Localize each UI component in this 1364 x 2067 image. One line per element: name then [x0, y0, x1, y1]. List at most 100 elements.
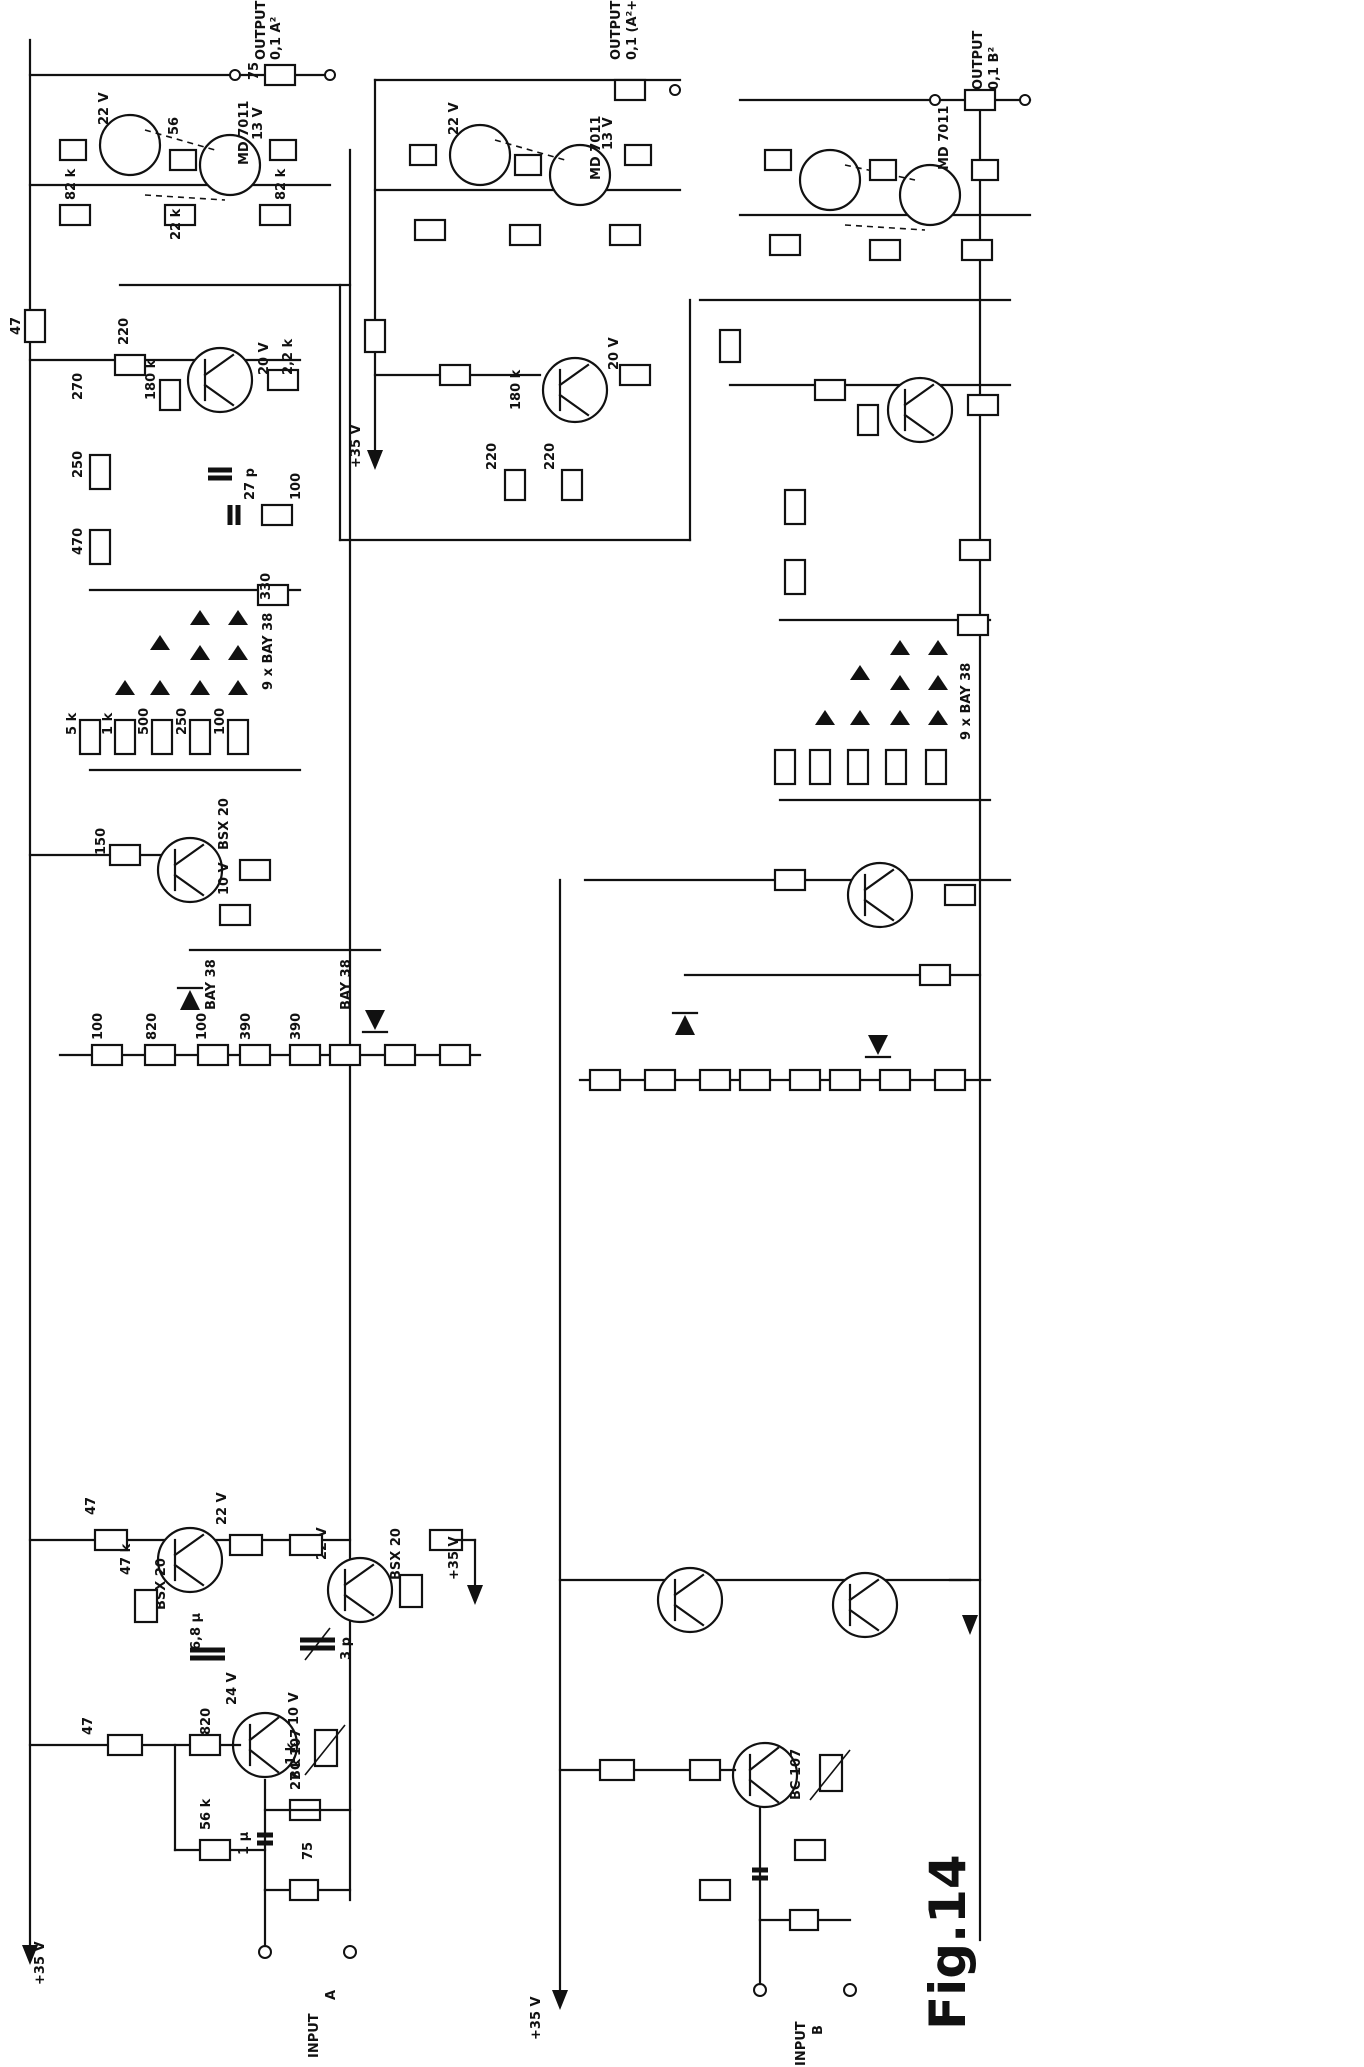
sum-stage-circuit: +35 V MD 7011 22 V 13 V OUTPUT 0,1 (A²+B… — [338, 0, 692, 542]
resistor-1k-a — [238, 858, 272, 882]
resistor-47-sum — [363, 318, 387, 354]
svg-text:MD 7011: MD 7011 — [237, 101, 252, 165]
pot-100-b2 — [828, 1068, 862, 1092]
svg-text:24 V: 24 V — [225, 1672, 240, 1705]
svg-text:BAY 38: BAY 38 — [204, 959, 219, 1010]
transistor-bsx20-b3 — [846, 861, 914, 929]
resistor-75-out-b — [963, 88, 997, 112]
pot-100-a1 — [196, 1043, 230, 1067]
transistor-bsx20-b4 — [886, 376, 954, 444]
svg-text:10 V: 10 V — [217, 862, 232, 895]
output-sum-terminal — [669, 84, 681, 96]
resistor-220-a — [113, 353, 147, 377]
transistor-md7011-b2 — [898, 163, 962, 227]
resistor-27k-b — [793, 1838, 827, 1862]
resistor-180k-b — [856, 403, 880, 437]
diode-bay38-b1 — [675, 1015, 695, 1035]
svg-text:MD 7011: MD 7011 — [589, 116, 604, 180]
svg-text:82 k: 82 k — [274, 168, 289, 200]
resistor-820-a4 — [143, 1043, 177, 1067]
svg-text:BSX 20: BSX 20 — [217, 798, 232, 850]
resistor-75-out-sum — [613, 78, 647, 102]
resistor-75-b — [788, 1908, 820, 1932]
svg-text:100: 100 — [91, 1013, 106, 1040]
resistor-47k-a2 — [398, 1573, 424, 1609]
svg-text:390: 390 — [239, 1013, 254, 1040]
pot-100-a2 — [328, 1043, 362, 1067]
svg-text:100: 100 — [289, 473, 304, 500]
resistor-820-a3 — [288, 1533, 324, 1557]
resistor-82k-sum2 — [608, 223, 642, 247]
transistor-md7011-sum2 — [548, 143, 612, 207]
svg-text:820: 820 — [145, 1013, 160, 1040]
supply-label-a: +35 V — [33, 1941, 48, 1985]
resistor-390-b1 — [738, 1068, 772, 1092]
diode-bay38-b2 — [868, 1035, 888, 1055]
resistor-1k-a1 — [58, 138, 88, 162]
svg-text:75: 75 — [247, 62, 262, 80]
resistor-220-b — [813, 378, 847, 402]
resistor-56k-b — [698, 1878, 732, 1902]
svg-text:1 k: 1 k — [284, 1742, 299, 1765]
transistor-bsx20-sum — [541, 356, 609, 424]
diode-shaper-network-a — [78, 610, 250, 756]
output-b-terminal-1 — [929, 94, 941, 106]
resistor-220-sum2 — [503, 468, 527, 502]
svg-text:BAY 38: BAY 38 — [339, 959, 354, 1010]
resistor-75-a — [288, 1878, 320, 1902]
input-b-terminal-2 — [843, 1983, 857, 1997]
input-a-terminal-2 — [343, 1945, 357, 1959]
output-b-terminal-2 — [1019, 94, 1031, 106]
resistor-22k-a — [163, 203, 197, 227]
transistor-bsx20-b1 — [656, 1566, 724, 1634]
svg-text:100: 100 — [213, 708, 228, 735]
input-a-label: INPUT — [307, 2013, 322, 2058]
resistor-47-a1 — [106, 1733, 144, 1757]
svg-text:27 k: 27 k — [289, 1758, 304, 1790]
resistor-100-a1 — [90, 1043, 124, 1067]
svg-text:270: 270 — [71, 373, 86, 400]
trimmer-250-b — [783, 488, 807, 526]
transistor-md7011-b1 — [798, 148, 862, 212]
svg-text:470: 470 — [71, 528, 86, 555]
resistor-150-b — [773, 868, 807, 892]
svg-text:3 p: 3 p — [339, 1637, 354, 1660]
input-a-terminal-1 — [258, 1945, 272, 1959]
svg-text:75: 75 — [301, 1842, 316, 1860]
resistor-56k-a — [198, 1838, 232, 1862]
output-a-terminal-1 — [229, 69, 241, 81]
svg-text:1 µ: 1 µ — [237, 1831, 252, 1855]
resistor-47k-a1 — [133, 1588, 159, 1624]
svg-text:22 V: 22 V — [447, 102, 462, 135]
resistor-56-sum — [513, 153, 543, 177]
resistor-47-a2 — [93, 1528, 129, 1552]
channel-b-circuit: +35 V INPUT B BC 107 — [529, 30, 1032, 2066]
svg-text:20 V: 20 V — [607, 337, 622, 370]
resistor-100-a3 — [260, 503, 294, 527]
resistor-390-a1 — [238, 1043, 272, 1067]
transistor-md7011-a2 — [198, 133, 262, 197]
resistor-22k-b — [868, 238, 902, 262]
resistor-820-a2 — [228, 1533, 264, 1557]
resistor-82k-b2 — [960, 238, 994, 262]
svg-text:+35 V: +35 V — [349, 424, 364, 468]
svg-text:220: 220 — [117, 318, 132, 345]
input-a-channel: A — [324, 1990, 339, 2000]
svg-text:150: 150 — [94, 828, 109, 855]
svg-text:13 V: 13 V — [601, 117, 616, 150]
svg-text:2,2 k: 2,2 k — [281, 338, 296, 375]
resistor-47-a4 — [23, 308, 47, 344]
resistor-75-out-a — [263, 63, 297, 87]
resistor-22k-sum — [508, 223, 542, 247]
resistor-100-b1 — [588, 1068, 622, 1092]
svg-text:56 k: 56 k — [199, 1798, 214, 1830]
input-b-channel: B — [811, 2025, 826, 2035]
svg-text:47: 47 — [81, 1717, 96, 1735]
svg-text:22 V: 22 V — [97, 92, 112, 125]
input-b-label: INPUT — [794, 2021, 809, 2066]
svg-text:6,8 µ: 6,8 µ — [189, 1612, 204, 1650]
svg-text:+35 V: +35 V — [529, 1996, 544, 2040]
svg-text:250: 250 — [71, 451, 86, 478]
svg-text:82 k: 82 k — [64, 168, 79, 200]
svg-text:10 V: 10 V — [287, 1692, 302, 1725]
